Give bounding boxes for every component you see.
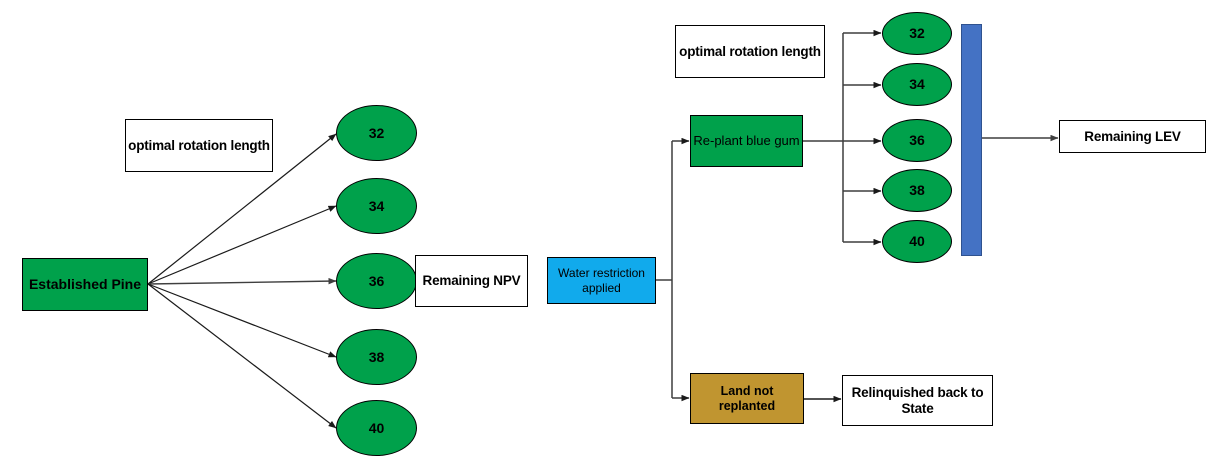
edge-pine-to-38 [147, 283, 337, 358]
annotation-optimal-rotation-right: optimal rotation length [675, 25, 825, 78]
node-established-pine[interactable]: Established Pine [22, 258, 148, 311]
rotation-ellipse-38-right[interactable]: 38 [882, 169, 952, 212]
rotation-ellipse-34-left[interactable]: 34 [336, 178, 417, 234]
node-remaining-lev[interactable]: Remaining LEV [1059, 120, 1206, 153]
node-relinquished-back-to-state[interactable]: Relinquished back to State [842, 375, 993, 426]
edge-pine-to-40 [147, 283, 337, 429]
ellipse-label: 32 [368, 124, 385, 141]
ellipse-label: 32 [909, 25, 925, 42]
node-label: Relinquished back to State [851, 384, 984, 416]
rotation-ellipse-34-right[interactable]: 34 [882, 63, 952, 106]
edge-pine-to-34 [147, 205, 337, 285]
ellipse-label: 34 [368, 197, 385, 214]
node-label: Water restriction applied [558, 266, 645, 295]
rotation-ellipse-32-left[interactable]: 32 [336, 105, 417, 161]
node-replant-blue-gum[interactable]: Re-plant blue gum [690, 115, 803, 167]
ellipse-label: 40 [368, 419, 385, 436]
annotation-label: optimal rotation length [679, 43, 821, 59]
ellipse-label: 40 [909, 233, 925, 250]
node-label: Remaining LEV [1084, 128, 1181, 144]
node-label: Established Pine [28, 276, 142, 293]
rotation-ellipse-38-left[interactable]: 38 [336, 329, 417, 385]
ellipse-label: 38 [368, 348, 385, 365]
annotation-label: optimal rotation length [128, 137, 270, 153]
aggregator-bar [961, 24, 982, 256]
node-land-not-replanted[interactable]: Land not replanted [690, 373, 804, 424]
node-water-restriction-applied[interactable]: Water restriction applied [547, 257, 656, 304]
annotation-optimal-rotation-left: optimal rotation length [125, 119, 273, 172]
node-label: Land not replanted [718, 383, 776, 413]
node-label: Re-plant blue gum [693, 133, 800, 149]
rotation-ellipse-40-left[interactable]: 40 [336, 400, 417, 456]
rotation-ellipse-32-right[interactable]: 32 [882, 12, 952, 55]
ellipse-label: 34 [909, 76, 925, 93]
rotation-ellipse-36-left[interactable]: 36 [336, 253, 417, 309]
ellipse-label: 36 [909, 132, 925, 149]
edge-pine-to-36 [147, 277, 337, 285]
node-label: Remaining NPV [422, 273, 521, 289]
node-remaining-npv[interactable]: Remaining NPV [415, 255, 528, 307]
rotation-ellipse-36-right[interactable]: 36 [882, 119, 952, 162]
ellipse-label: 36 [368, 272, 385, 289]
edge-water-branch [656, 137, 690, 402]
rotation-ellipse-40-right[interactable]: 40 [882, 220, 952, 263]
ellipse-label: 38 [909, 182, 925, 199]
